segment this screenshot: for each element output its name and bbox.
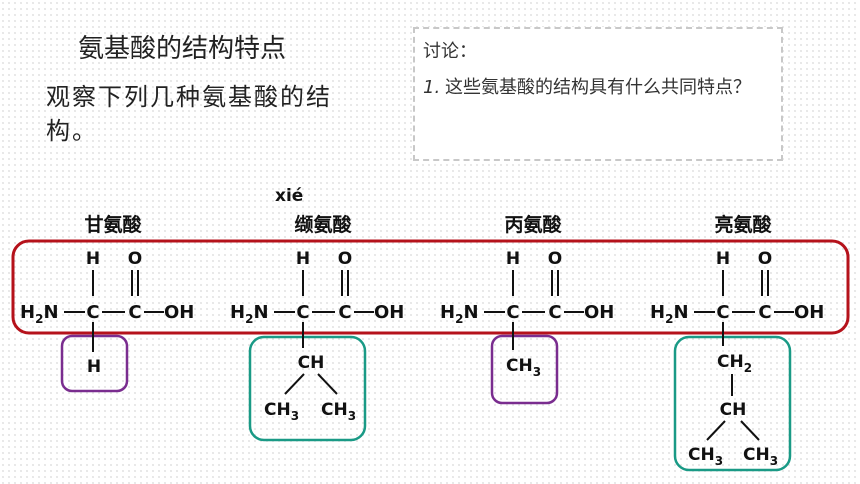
- carbonyl-carbon: C: [338, 302, 351, 323]
- alpha-carbon: C: [506, 302, 519, 323]
- alpha-hydrogen: H: [716, 249, 730, 269]
- discussion-box: 讨论： 1. 这些氨基酸的结构具有什么共同特点？: [413, 27, 783, 161]
- discussion-question: 这些氨基酸的结构具有什么共同特点？: [445, 77, 751, 98]
- amino-group: H2N: [650, 302, 689, 326]
- leucine-sidechain-box: [673, 335, 792, 472]
- leucine-ch2: CH2: [717, 352, 752, 375]
- alpha-carbon: C: [86, 302, 99, 323]
- slide-title: 氨基酸的结构特点: [78, 34, 287, 64]
- valine-pinyin: xié: [275, 186, 304, 206]
- discussion-heading: 讨论：: [423, 41, 477, 62]
- carbonyl-carbon: C: [758, 302, 771, 323]
- leucine-ch3-left: CH3: [688, 445, 723, 468]
- hydroxyl-group: OH: [794, 302, 824, 323]
- slide-subtitle: 观察下列几种氨基酸的结构。: [46, 83, 332, 145]
- carbonyl-carbon: C: [548, 302, 561, 323]
- leucine-ch3-right: CH3: [743, 445, 778, 468]
- amino-group: H2N: [230, 302, 269, 326]
- leucine-ch: CH: [720, 400, 747, 420]
- amino-group: H2N: [440, 302, 479, 326]
- carbonyl-carbon: C: [128, 302, 141, 323]
- valine-name: 缬氨酸: [294, 214, 352, 236]
- valine-sidechain-box: [248, 335, 367, 442]
- alpha-carbon: C: [716, 302, 729, 323]
- glycine-structure: H O H2N C C OH H: [20, 249, 194, 377]
- alpha-carbon: C: [296, 302, 309, 323]
- alpha-hydrogen: H: [86, 249, 100, 269]
- valine-ch: CH: [298, 353, 325, 373]
- carbonyl-oxygen: O: [338, 249, 352, 269]
- amino-group: H2N: [20, 302, 59, 326]
- alanine-sidechain-box: [490, 334, 559, 405]
- hydroxyl-group: OH: [164, 302, 194, 323]
- discussion-number: 1.: [423, 77, 441, 98]
- glycine-r-group: H: [87, 357, 101, 377]
- glycine-sidechain-box: [60, 334, 129, 393]
- carbonyl-oxygen: O: [758, 249, 772, 269]
- alanine-structure: H O H2N C C OH CH3: [440, 249, 614, 379]
- valine-ch3-left: CH3: [264, 400, 299, 423]
- leucine-name: 亮氨酸: [714, 214, 772, 236]
- hydroxyl-group: OH: [374, 302, 404, 323]
- valine-ch3-right: CH3: [321, 400, 356, 423]
- carbonyl-oxygen: O: [548, 249, 562, 269]
- alanine-r-group: CH3: [506, 356, 541, 379]
- alpha-hydrogen: H: [296, 249, 310, 269]
- valine-structure: H O H2N C C OH CH CH3 CH3: [230, 249, 404, 423]
- carbonyl-oxygen: O: [128, 249, 142, 269]
- backbone-box: [11, 239, 850, 335]
- leucine-structure: H O H2N C C OH CH2 CH CH3 CH3: [650, 249, 824, 468]
- alpha-hydrogen: H: [506, 249, 520, 269]
- alanine-name: 丙氨酸: [504, 214, 562, 236]
- glycine-name: 甘氨酸: [84, 214, 142, 236]
- hydroxyl-group: OH: [584, 302, 614, 323]
